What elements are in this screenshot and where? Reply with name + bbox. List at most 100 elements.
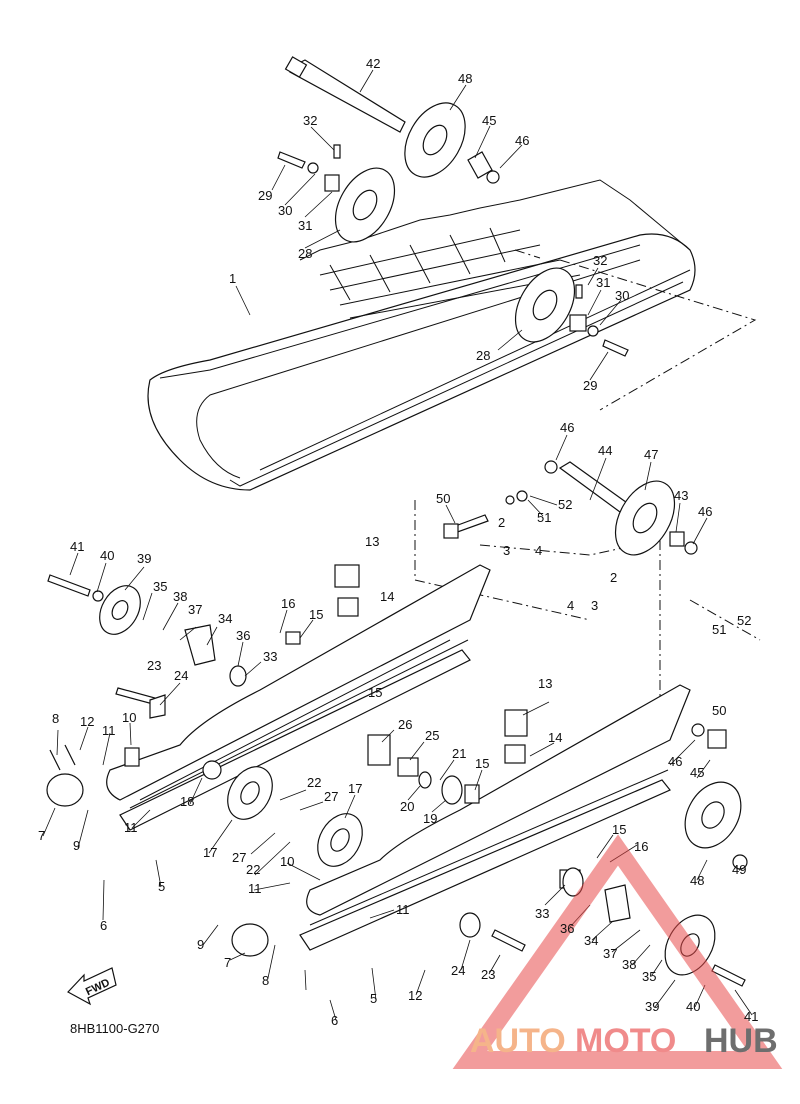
callout-34: 34	[218, 611, 232, 626]
callout-14: 14	[380, 589, 394, 604]
callout-48: 48	[458, 71, 472, 86]
callout-24: 24	[174, 668, 188, 683]
callout-11: 11	[248, 881, 262, 896]
callout-29: 29	[583, 378, 597, 393]
callout-10: 10	[280, 854, 294, 869]
callout-18: 18	[180, 794, 194, 809]
loose-parts	[46, 564, 748, 987]
callout-50: 50	[712, 703, 726, 718]
callout-46: 46	[698, 504, 712, 519]
callout-36: 36	[236, 628, 250, 643]
callout-37: 37	[603, 946, 617, 961]
watermark-logo: AUTO MOTO HUB	[452, 834, 783, 1069]
callout-25: 25	[425, 728, 439, 743]
callout-13: 13	[538, 676, 552, 691]
callout-50: 50	[436, 491, 450, 506]
callout-16: 16	[634, 839, 648, 854]
callout-28: 28	[298, 246, 312, 261]
callout-47: 47	[644, 447, 658, 462]
callout-29: 29	[258, 188, 272, 203]
callout-51: 51	[537, 510, 551, 525]
callout-51: 51	[712, 622, 726, 637]
track-belt	[147, 179, 696, 491]
callout-11: 11	[396, 902, 410, 917]
callout-40: 40	[100, 548, 114, 563]
callout-11: 11	[102, 723, 116, 738]
callout-5: 5	[370, 991, 377, 1006]
callout-52: 52	[558, 497, 572, 512]
callout-15: 15	[475, 756, 489, 771]
callout-34: 34	[584, 933, 598, 948]
callout-45: 45	[482, 113, 496, 128]
diagram-reference-code: 8HB1100-G270	[70, 1021, 159, 1036]
callout-41: 41	[744, 1009, 758, 1024]
callout-40: 40	[686, 999, 700, 1014]
callout-15: 15	[309, 607, 323, 622]
callout-38: 38	[173, 589, 187, 604]
callout-43: 43	[674, 488, 688, 503]
callout-33: 33	[535, 906, 549, 921]
callout-9: 9	[73, 838, 80, 853]
callout-32: 32	[303, 113, 317, 128]
callout-22: 22	[246, 862, 260, 877]
callout-19: 19	[423, 811, 437, 826]
callout-3: 3	[591, 598, 598, 613]
callout-31: 31	[298, 218, 312, 233]
callout-27: 27	[324, 789, 338, 804]
callout-16: 16	[281, 596, 295, 611]
callout-2: 2	[610, 570, 617, 585]
callout-1: 1	[229, 271, 236, 286]
callout-36: 36	[560, 921, 574, 936]
callout-labels: 42 48 45 46 32 29 30 31 28 1 32 31 30 28…	[38, 56, 758, 1028]
callout-8: 8	[262, 973, 269, 988]
callout-33: 33	[263, 649, 277, 664]
callout-13: 13	[365, 534, 379, 549]
callout-23: 23	[147, 658, 161, 673]
callout-32: 32	[593, 253, 607, 268]
callout-39: 39	[137, 551, 151, 566]
callout-49: 49	[732, 862, 746, 877]
callout-15: 15	[612, 822, 626, 837]
callout-26: 26	[398, 717, 412, 732]
callout-37: 37	[188, 602, 202, 617]
callout-44: 44	[598, 443, 612, 458]
callout-27: 27	[232, 850, 246, 865]
callout-5: 5	[158, 879, 165, 894]
callout-4: 4	[535, 543, 542, 558]
callout-17: 17	[203, 845, 217, 860]
slide-rail-upper	[106, 564, 491, 867]
callout-52: 52	[737, 613, 751, 628]
callout-48: 48	[690, 873, 704, 888]
callout-6: 6	[331, 1013, 338, 1028]
fwd-arrow-icon: FWD	[67, 967, 117, 1006]
callout-28: 28	[476, 348, 490, 363]
callout-9: 9	[197, 937, 204, 952]
callout-23: 23	[481, 967, 495, 982]
callout-46: 46	[515, 133, 529, 148]
callout-11: 11	[124, 820, 138, 835]
callout-45: 45	[690, 765, 704, 780]
callout-30: 30	[278, 203, 292, 218]
callout-39: 39	[645, 999, 659, 1014]
callout-15: 15	[368, 685, 382, 700]
callout-38: 38	[622, 957, 636, 972]
callout-46: 46	[668, 754, 682, 769]
callout-20: 20	[400, 799, 414, 814]
callout-31: 31	[596, 275, 610, 290]
callout-14: 14	[548, 730, 562, 745]
callout-21: 21	[452, 746, 466, 761]
callout-10: 10	[122, 710, 136, 725]
callout-41: 41	[70, 539, 84, 554]
front-axle-assembly	[443, 460, 698, 556]
callout-42: 42	[366, 56, 380, 71]
callout-7: 7	[38, 828, 45, 843]
callout-4: 4	[567, 598, 574, 613]
watermark-text-moto: MOTO	[575, 1022, 676, 1060]
callout-46: 46	[560, 420, 574, 435]
watermark-text-auto: AUTO	[470, 1022, 566, 1060]
rear-axle-assembly	[277, 56, 629, 357]
callout-35: 35	[642, 969, 656, 984]
callout-35: 35	[153, 579, 167, 594]
callout-7: 7	[224, 955, 231, 970]
callout-30: 30	[615, 288, 629, 303]
